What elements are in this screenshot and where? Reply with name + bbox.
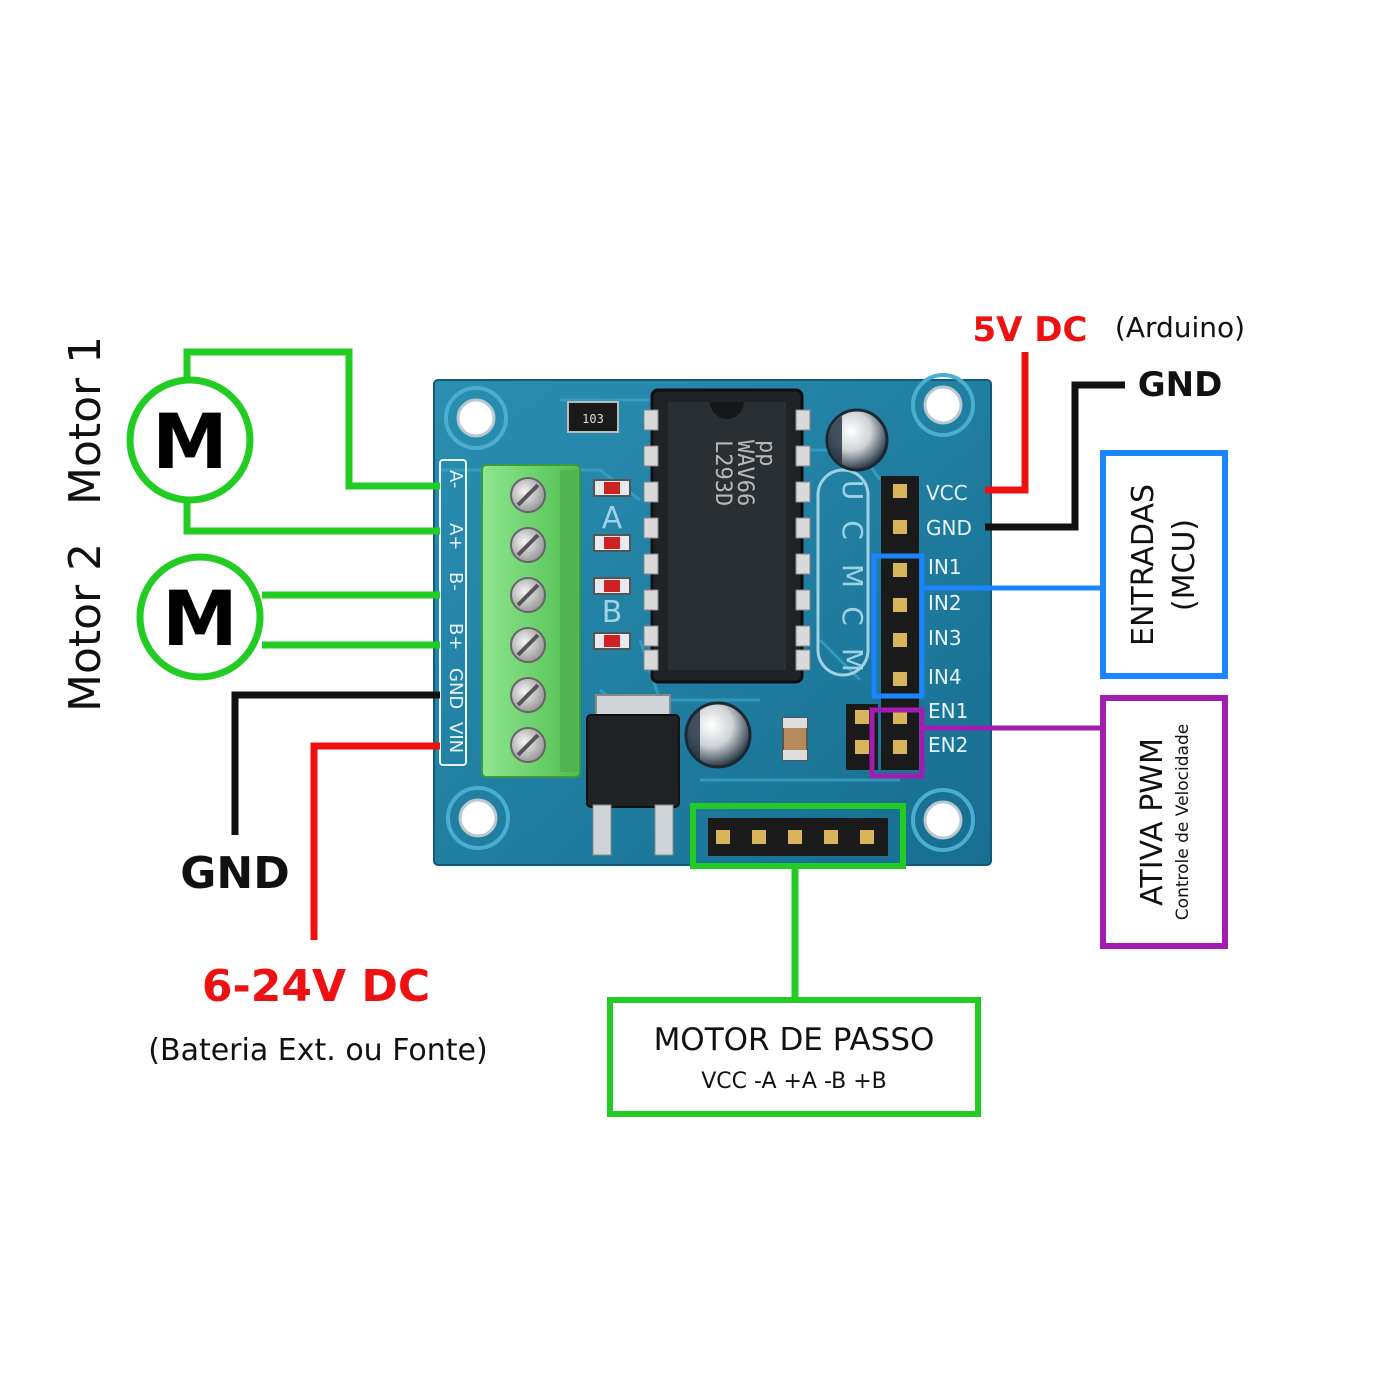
motor1-wires xyxy=(183,348,440,535)
stepper-callout: MOTOR DE PASSO VCC -A +A -B +B xyxy=(607,997,981,1117)
chip-part-number: L293D xyxy=(710,440,735,506)
chip-line-2: WAV66 xyxy=(732,440,757,506)
pwm-title: ATIVA PWM xyxy=(1135,738,1170,906)
motor2-caption: Motor 2 xyxy=(60,543,111,712)
header-label-in4: IN4 xyxy=(928,665,962,689)
stepper-header xyxy=(708,818,888,856)
power-voltage-label: 6-24V DC xyxy=(202,961,430,1012)
voltage-regulator xyxy=(586,694,680,856)
smd-resistor: 103 xyxy=(567,401,619,433)
channel-b-label: B xyxy=(602,595,623,630)
power-note: (Bateria Ext. ou Fonte) xyxy=(148,1033,487,1068)
silk-letter-2: C xyxy=(836,520,869,540)
power-gnd-label: GND xyxy=(180,848,289,899)
motor2-wires xyxy=(262,591,440,649)
inputs-callout: ENTRADAS (MCU) xyxy=(1100,450,1228,679)
header-label-en1: EN1 xyxy=(928,699,968,723)
stepper-subtitle: VCC -A +A -B +B xyxy=(701,1069,887,1094)
motor1-caption: Motor 1 xyxy=(60,336,111,505)
header-label-en2: EN2 xyxy=(928,733,968,757)
pin-header-right xyxy=(846,476,919,770)
inputs-title: ENTRADAS xyxy=(1126,484,1161,646)
channel-a-label: A xyxy=(602,501,623,536)
header-label-in3: IN3 xyxy=(928,626,962,650)
vin-wire xyxy=(310,742,440,940)
logic-gnd-wire xyxy=(985,381,1125,531)
header-label-gnd: GND xyxy=(926,516,972,540)
terminal-label-a-minus: A- xyxy=(445,470,466,488)
logic-voltage-label: 5V DC xyxy=(973,310,1088,350)
motor1-symbol: M xyxy=(126,376,254,504)
motor-icon: M xyxy=(152,397,228,486)
header-label-vcc: VCC xyxy=(926,481,968,505)
capacitor-icon xyxy=(684,701,752,769)
inputs-highlight xyxy=(871,553,925,699)
capacitor-icon xyxy=(825,408,889,472)
chip-line-3: pp xyxy=(754,440,779,467)
motor2-symbol: M xyxy=(136,553,264,681)
screw-terminal-block xyxy=(481,464,581,778)
screw-icon xyxy=(510,477,546,763)
led-icon xyxy=(593,479,631,650)
terminal-label-b-plus: B+ xyxy=(445,623,466,650)
silk-letter-3: M xyxy=(836,564,869,588)
silk-letter-4: C xyxy=(836,606,869,626)
logic-note: (Arduino) xyxy=(1115,311,1245,344)
header-label-in2: IN2 xyxy=(928,591,962,615)
vcc-wire xyxy=(985,352,1029,494)
motor-icon: M xyxy=(162,574,238,663)
terminal-label-b-minus: B- xyxy=(445,572,466,591)
pwm-callout: ATIVA PWM Controle de Velocidade xyxy=(1100,695,1228,949)
gnd-wire xyxy=(231,691,440,835)
logic-gnd-label: GND xyxy=(1138,365,1223,405)
pcb-board: A- A+ B- B+ GND VIN xyxy=(433,373,992,866)
stepper-highlight xyxy=(690,803,906,869)
stepper-title: MOTOR DE PASSO xyxy=(654,1022,935,1058)
pwm-highlight xyxy=(869,707,925,779)
terminal-label-a-plus: A+ xyxy=(445,523,466,550)
terminal-label-gnd: GND xyxy=(445,668,466,709)
mount-hole-icon xyxy=(444,373,975,852)
terminal-label-vin: VIN xyxy=(445,722,466,753)
inputs-subtitle: (MCU) xyxy=(1167,519,1202,611)
pwm-subtitle: Controle de Velocidade xyxy=(1173,724,1193,920)
silk-letter-5: M xyxy=(836,648,869,672)
header-label-in1: IN1 xyxy=(928,555,962,579)
resistor-code: 103 xyxy=(582,412,604,426)
silk-letter-1: U xyxy=(836,480,869,501)
l293d-chip: L293D WAV66 pp xyxy=(643,388,811,684)
